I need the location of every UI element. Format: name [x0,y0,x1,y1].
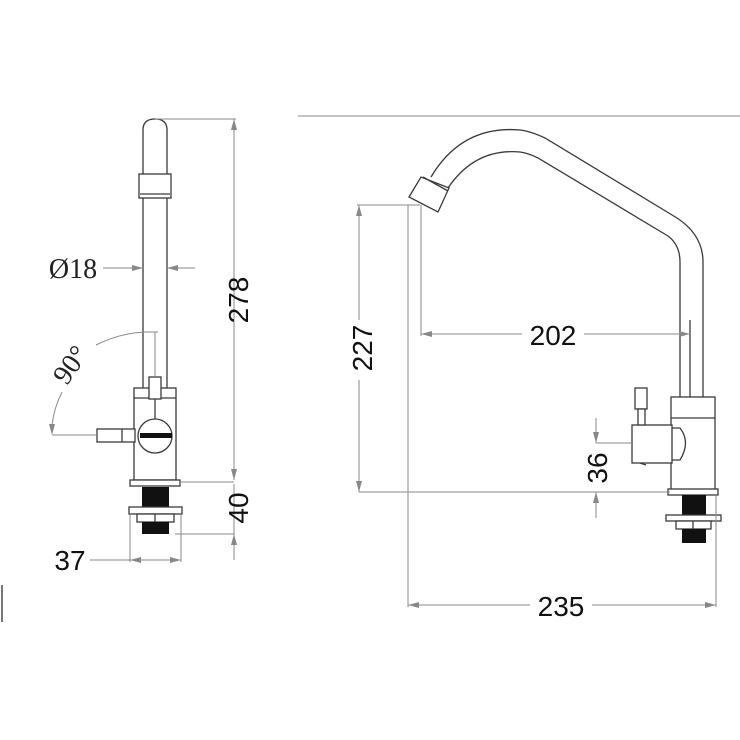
side-thread [142,487,169,507]
aerator [408,176,450,213]
dim-total-width-label: 235 [538,591,585,622]
side-nut-washer [128,506,183,515]
dim-base-width-label: 37 [54,545,85,576]
side-handle-stub [148,376,162,400]
side-lever [96,428,136,443]
dim-diameter-label: Ø18 [49,254,97,285]
dim-height-label: 278 [223,277,254,324]
side-base-plate [129,479,181,487]
knob-cap [671,427,687,461]
front-base-plate [667,488,719,496]
front-view: 227 202 235 36 [344,128,722,622]
spout-inner [447,150,681,398]
front-nut-washer [665,514,722,522]
side-view: 278 40 37 Ø18 90° [47,118,254,576]
front-thread [682,495,706,515]
handle-block [631,424,673,464]
handle-lever [634,387,648,410]
dim-spout-height-label: 227 [347,325,378,372]
dim-angle-label: 90° [47,340,95,390]
dim-handle-offset-label: 36 [582,452,613,483]
dim-base-height-label: 40 [223,492,254,523]
dim-spout-reach-label: 202 [530,320,577,351]
spout-outer [430,128,704,398]
